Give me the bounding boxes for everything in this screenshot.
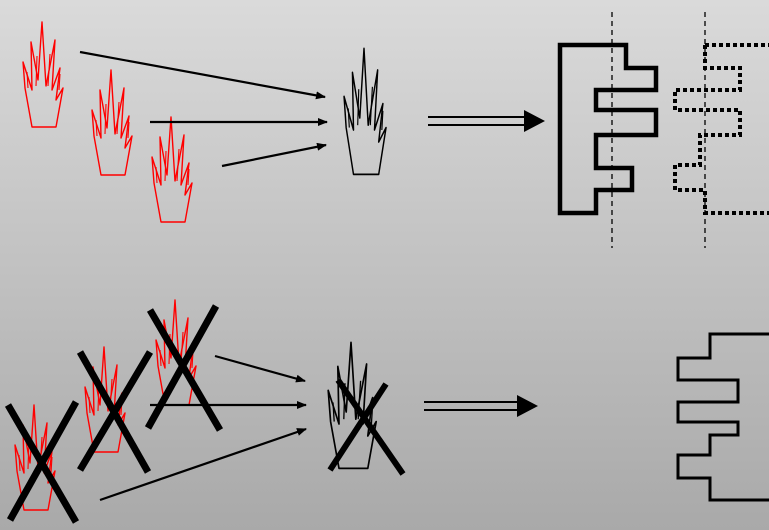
comb-shape-result <box>676 332 769 502</box>
source-flame-3 <box>151 116 193 223</box>
arrow-1 <box>79 50 326 100</box>
crossed-source-flame-3 <box>144 299 224 432</box>
crossed-merged-flame <box>326 340 406 476</box>
arrow-6 <box>99 427 307 502</box>
source-flame-2 <box>91 69 133 176</box>
double-arrow-bottom <box>424 395 538 417</box>
arrow-3 <box>221 142 327 168</box>
double-arrow <box>428 110 545 132</box>
top-row <box>22 12 769 248</box>
merged-flame <box>342 46 388 176</box>
arrow-4 <box>214 354 306 383</box>
bottom-row <box>4 299 769 524</box>
crossed-source-flame-1 <box>4 400 80 524</box>
crossed-source-flame-2 <box>76 346 154 474</box>
comb-shape <box>557 42 659 216</box>
comb-shape-dashed <box>673 43 769 215</box>
source-flame-1 <box>22 21 64 128</box>
